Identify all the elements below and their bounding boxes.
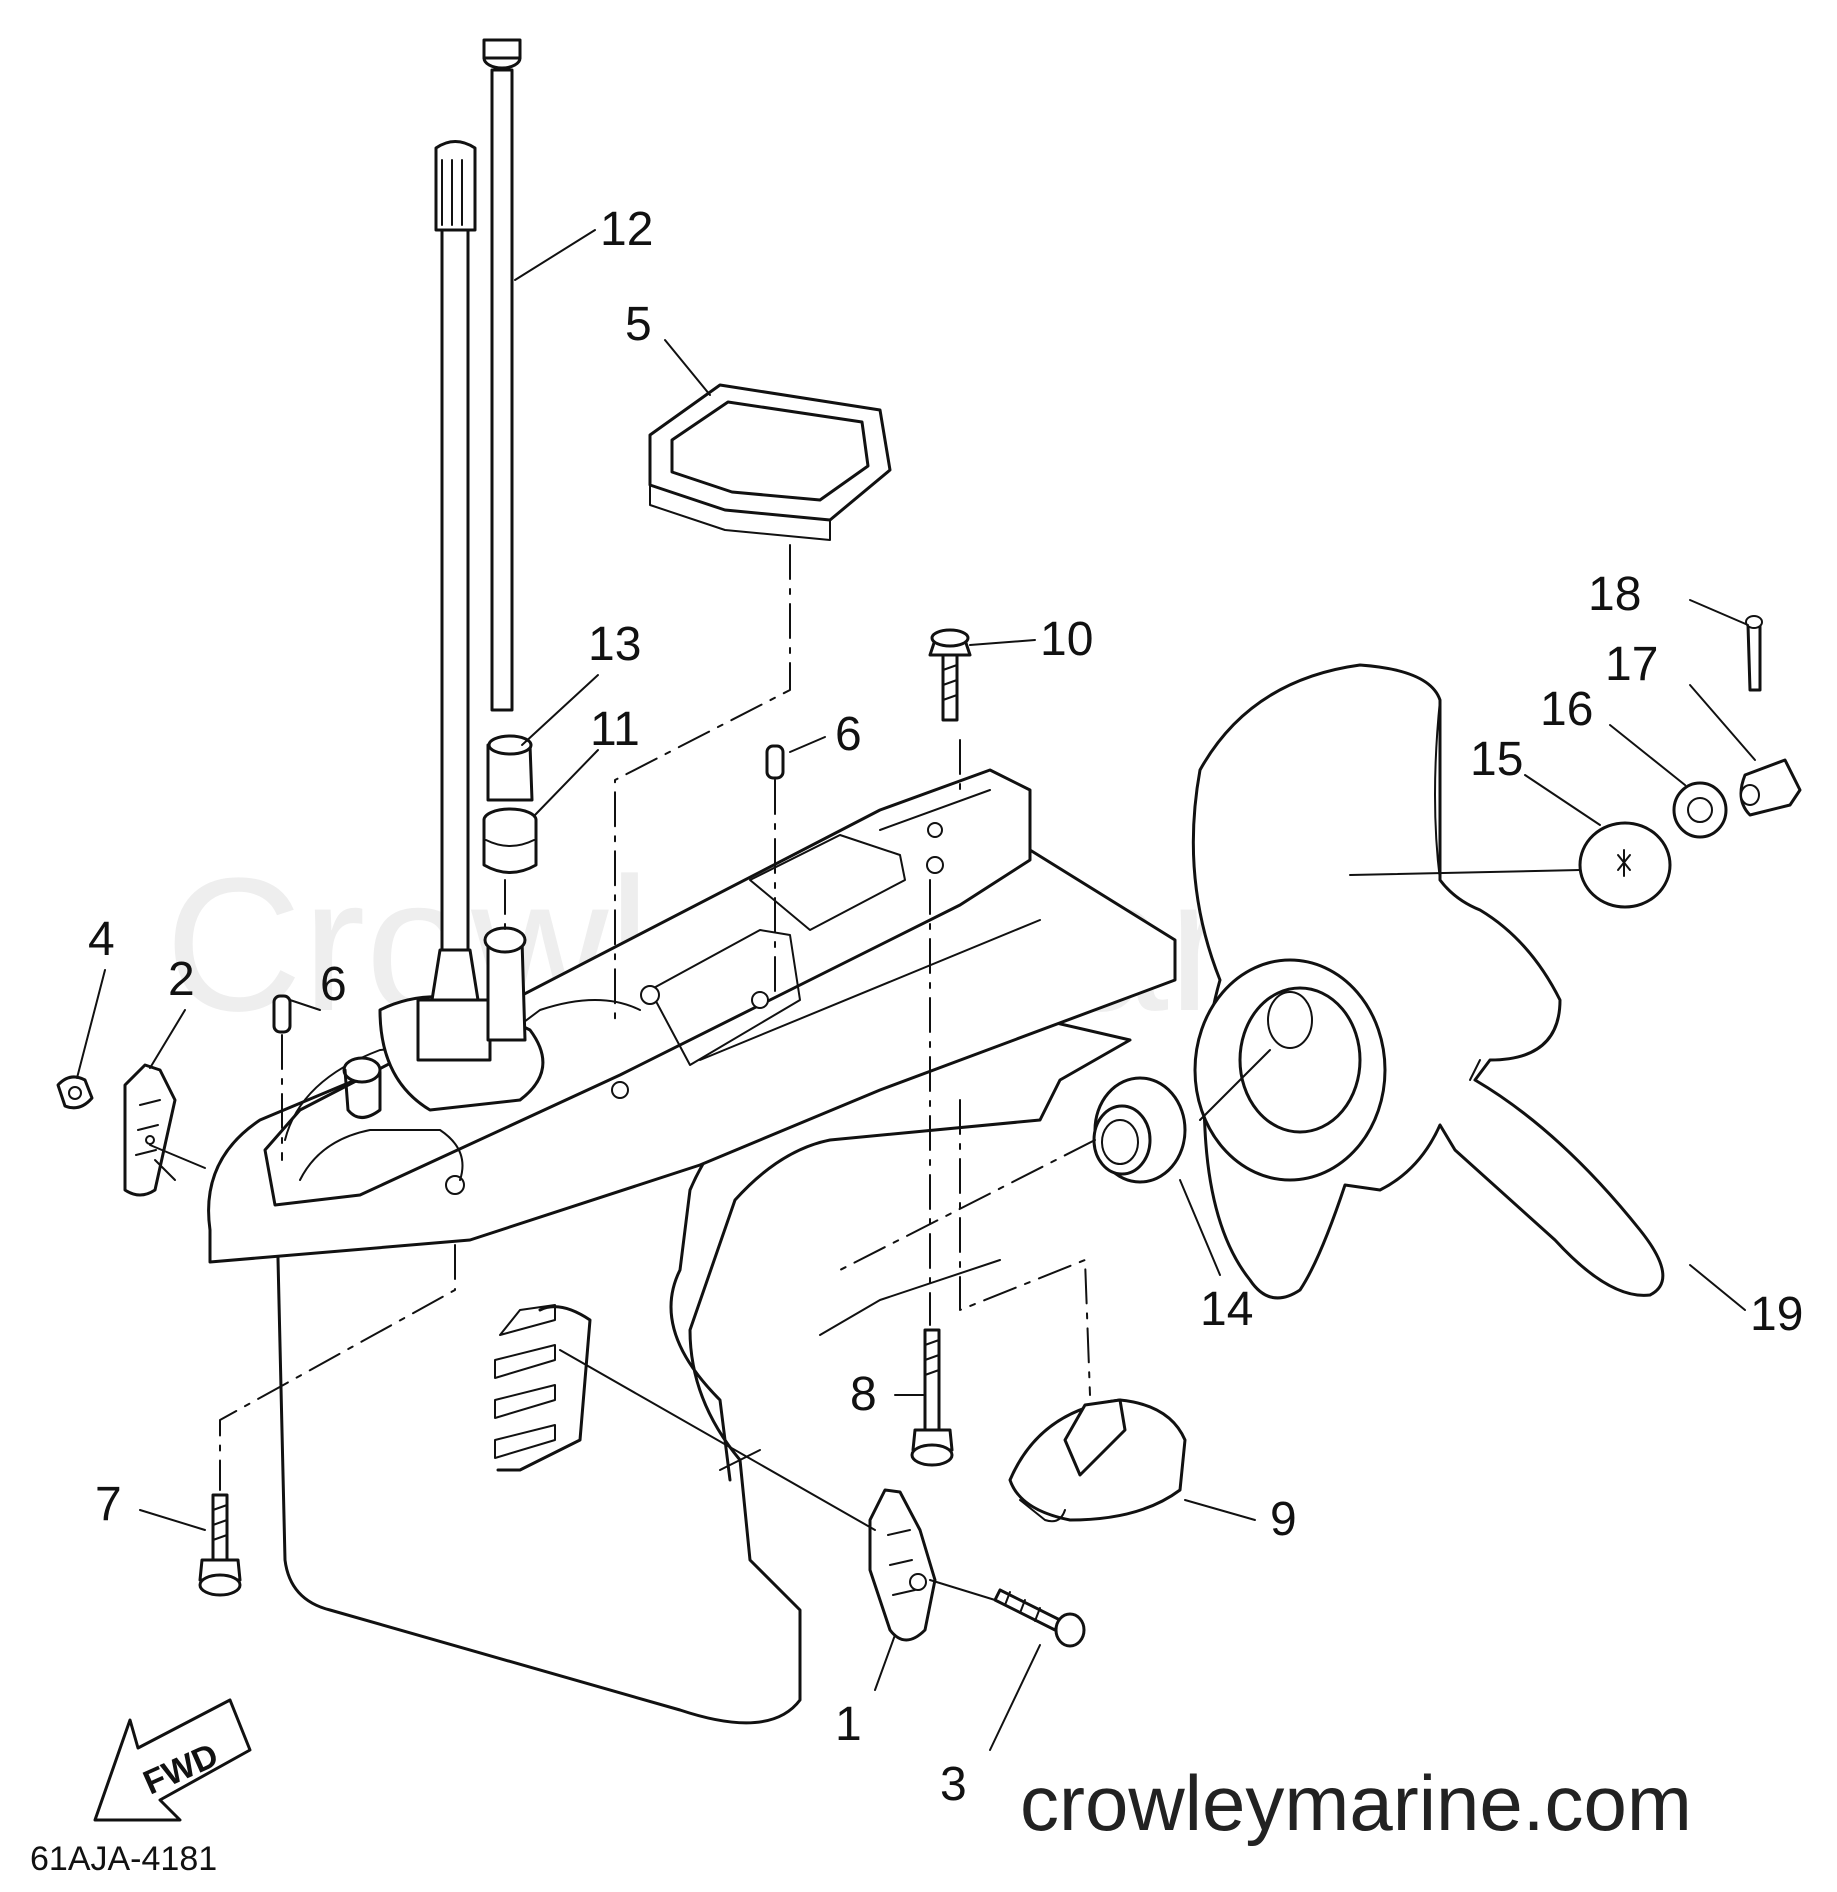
callout-13: 13 (588, 618, 641, 671)
drive-shaft (416, 140, 492, 1062)
callout-1: 1 (835, 1698, 862, 1751)
callout-14: 14 (1200, 1283, 1253, 1336)
callout-3: 3 (940, 1758, 967, 1811)
callout-17: 17 (1605, 638, 1658, 691)
cotter-pin-18 (1745, 615, 1763, 692)
nut-17 (1739, 758, 1802, 817)
anode-1 (868, 1488, 937, 1642)
bolt-7 (198, 1493, 242, 1597)
callout-6-left: 6 (320, 958, 347, 1011)
dowel-pin-6-left (272, 994, 292, 1034)
callout-15: 15 (1470, 733, 1523, 786)
callout-8: 8 (850, 1368, 877, 1421)
shift-rod (482, 38, 527, 1042)
callout-9: 9 (1270, 1493, 1297, 1546)
thrust-washer-14 (1092, 1076, 1187, 1184)
diagram-code: 61AJA-4181 (30, 1840, 217, 1878)
callout-6-right: 6 (835, 708, 862, 761)
callout-numbers: 12 5 13 11 6 10 4 2 6 7 8 9 14 19 15 16 … (88, 203, 1803, 1811)
dowel-pin-6-right (765, 744, 785, 780)
anode-2 (123, 1063, 177, 1197)
bushing-13 (486, 734, 534, 802)
callout-10: 10 (1040, 613, 1093, 666)
assembly-lines (149, 544, 1581, 1601)
callout-7: 7 (95, 1478, 122, 1531)
washer-16 (1672, 781, 1728, 839)
callout-16: 16 (1540, 683, 1593, 736)
leader-lines (76, 229, 1756, 1751)
callout-2: 2 (168, 953, 195, 1006)
gasket-5 (648, 383, 892, 541)
forward-arrow: FWD (93, 1698, 252, 1822)
website-text: crowleymarine.com (1020, 1759, 1692, 1847)
callout-11: 11 (590, 703, 640, 756)
grommet-11 (482, 807, 538, 874)
callout-19: 19 (1750, 1288, 1803, 1341)
trim-tab-9 (1008, 1398, 1187, 1523)
bolt-8 (910, 1328, 954, 1467)
nut-4 (56, 1075, 94, 1110)
propeller-19 (1191, 663, 1665, 1300)
screw-3 (993, 1588, 1086, 1648)
bolt-10 (928, 628, 972, 722)
callout-5: 5 (625, 298, 652, 351)
callout-18: 18 (1588, 568, 1641, 621)
callout-12: 12 (600, 203, 653, 256)
spacer-15 (1578, 821, 1672, 909)
callout-4: 4 (88, 913, 115, 966)
